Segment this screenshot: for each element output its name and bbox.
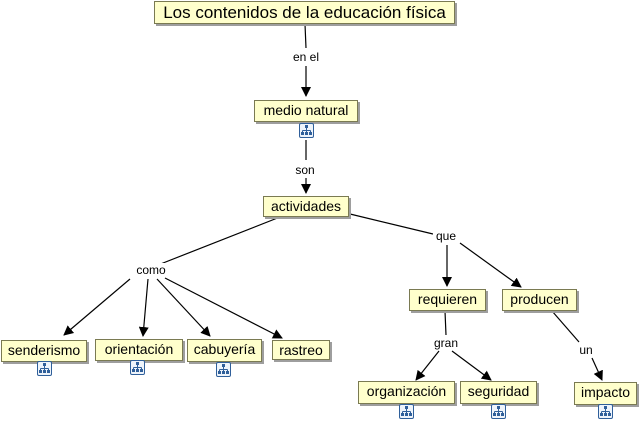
concept-map-icon[interactable] — [491, 404, 506, 419]
concept-rastreo[interactable]: rastreo — [272, 340, 330, 360]
concept-orientacion[interactable]: orientación — [95, 339, 183, 361]
concept-producen[interactable]: producen — [502, 289, 577, 311]
link-label-son: son — [292, 163, 318, 177]
concept-senderismo[interactable]: senderismo — [1, 340, 87, 362]
concept-organizacion[interactable]: organización — [358, 381, 455, 404]
concept-map-icon[interactable] — [299, 123, 314, 138]
concept-medio-natural[interactable]: medio natural — [254, 100, 358, 122]
concept-requieren[interactable]: requieren — [409, 289, 486, 311]
concept-map-icon[interactable] — [216, 362, 231, 377]
link-label-que: que — [432, 229, 460, 243]
concept-cabuyeria[interactable]: cabuyería — [187, 339, 262, 362]
link-label-en-el: en el — [289, 50, 323, 64]
concept-map-icon[interactable] — [598, 404, 613, 419]
concept-actividades[interactable]: actividades — [263, 196, 349, 217]
concept-map-icon[interactable] — [37, 361, 52, 376]
concept-title[interactable]: Los contenidos de la educación física — [154, 1, 455, 24]
concept-map-icon[interactable] — [130, 360, 145, 375]
concept-seguridad[interactable]: seguridad — [460, 381, 537, 404]
link-label-gran: gran — [430, 336, 462, 350]
concept-map-icon[interactable] — [399, 404, 414, 419]
concept-impacto[interactable]: impacto — [574, 382, 637, 405]
link-label-un: un — [576, 343, 596, 357]
link-label-como: como — [133, 263, 169, 277]
